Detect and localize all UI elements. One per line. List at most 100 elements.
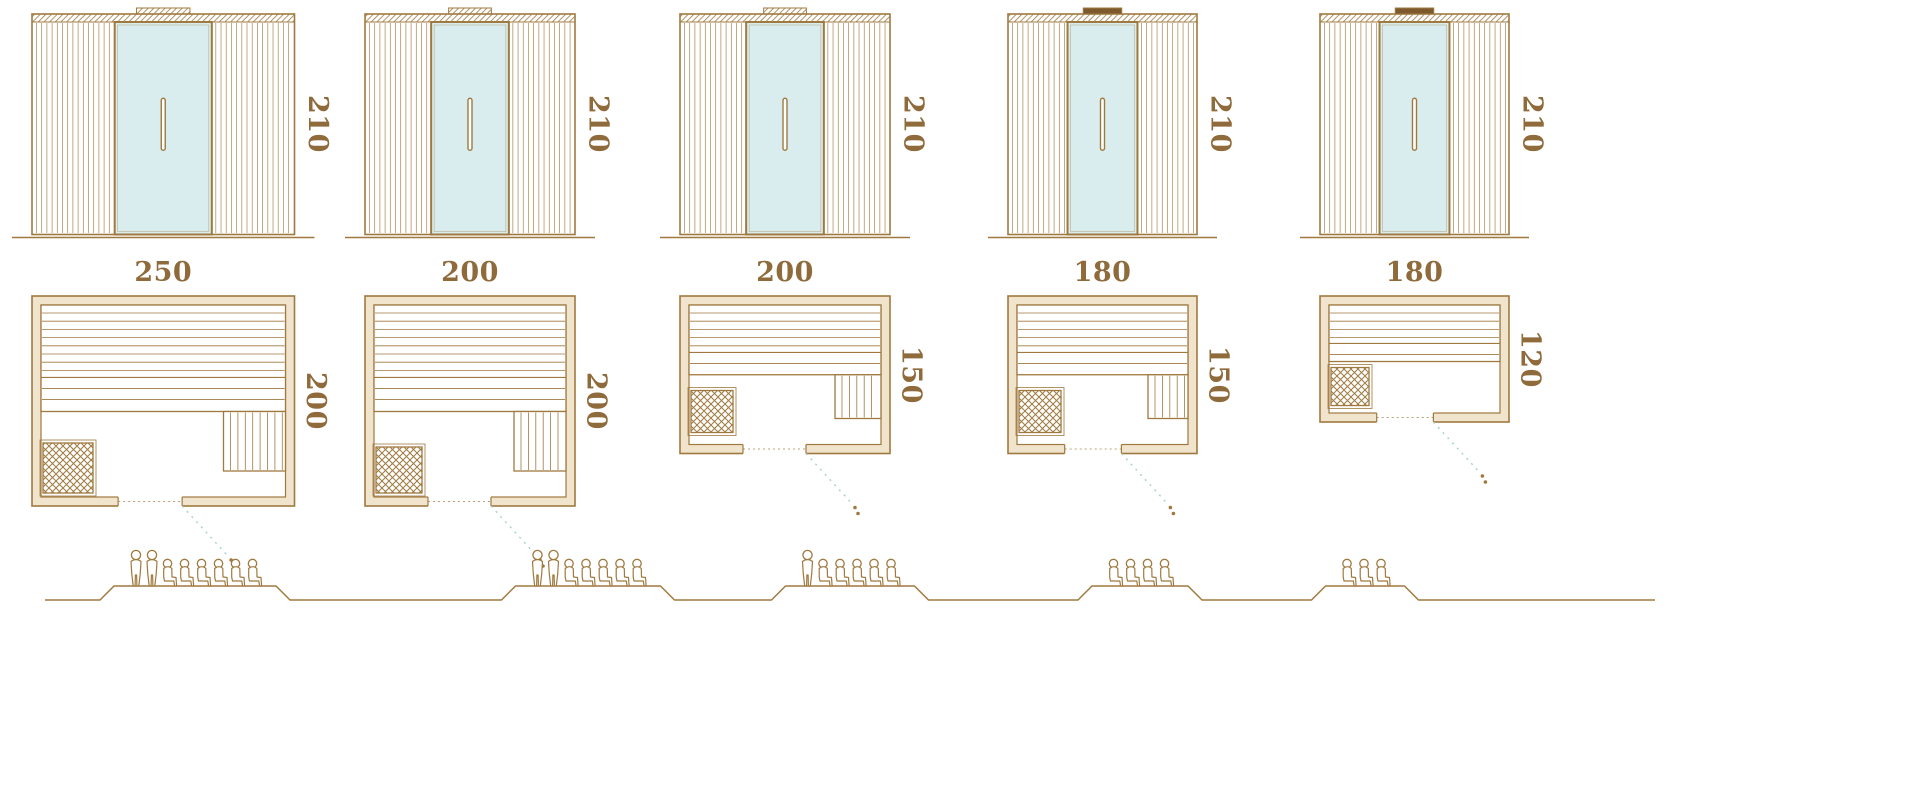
plan-depth-label: 150 (1202, 345, 1234, 404)
capacity-baseline (45, 549, 1655, 601)
plan-depth-label: 150 (895, 345, 927, 404)
door-handle (1099, 97, 1106, 151)
person-icon (179, 558, 195, 587)
ground-line (45, 585, 1655, 601)
capacity-group (130, 549, 263, 587)
sauna-front-elevation (345, 7, 595, 239)
person-icon (196, 558, 212, 587)
capacity-group (801, 549, 901, 587)
sauna-unit: 210 200 150 (660, 7, 930, 608)
door-handle (1411, 97, 1418, 151)
door-opening (1376, 411, 1434, 425)
plan-depth-label: 200 (300, 372, 331, 430)
elevation-height-label: 210 (302, 95, 333, 154)
person-icon (162, 558, 178, 587)
heater-guard (372, 443, 426, 497)
top-bench (40, 304, 287, 413)
heater-guard (1015, 387, 1065, 436)
person-icon (835, 558, 850, 587)
top-bench (1328, 304, 1501, 363)
wood-slats (36, 23, 289, 233)
person-icon (1359, 558, 1374, 587)
person-icon (531, 549, 544, 587)
person-icon (130, 549, 142, 587)
person-icon (1376, 558, 1391, 587)
heater-guard (687, 387, 737, 436)
wood-slats (1012, 23, 1194, 233)
glass-door-inner-frame (433, 24, 507, 232)
door-swing-line (1432, 421, 1478, 471)
door-handle (160, 97, 166, 151)
person-icon (818, 558, 833, 587)
wood-slats (369, 23, 571, 233)
person-icon (598, 558, 613, 587)
side-bench (834, 374, 882, 420)
plan-depth-label: 200 (580, 372, 612, 430)
person-icon (564, 558, 579, 587)
door-swing-icon (1480, 474, 1488, 484)
elevation-height-label: 210 (582, 95, 614, 154)
heater (1327, 364, 1373, 409)
sauna-unit: 210 180 120 (1300, 7, 1549, 608)
person-icon (581, 558, 596, 587)
person-icon (247, 558, 263, 587)
person-icon (1159, 558, 1175, 587)
heater (372, 443, 426, 497)
elevation-height-label: 210 (897, 95, 929, 154)
person-icon (886, 558, 901, 587)
glass-door-inner-frame (748, 24, 822, 232)
top-bench (688, 304, 882, 376)
door-opening (1064, 443, 1122, 456)
glass-door-inner-frame (1070, 24, 1135, 232)
elevation-height-label: 210 (1204, 95, 1236, 154)
roof-vent (763, 7, 807, 15)
side-bench (222, 410, 287, 472)
person-icon (1108, 558, 1124, 587)
door-swing-icon (853, 505, 860, 516)
top-bench (373, 304, 567, 413)
person-icon (1125, 558, 1141, 587)
top-trim (1319, 13, 1510, 23)
door-swing-icon (1168, 505, 1176, 516)
plan-depth-label: 120 (1514, 330, 1546, 388)
heater-guard (1327, 364, 1373, 409)
sauna-unit: 210 200 200 (345, 7, 615, 608)
glass-door-inner-frame (117, 24, 210, 232)
sauna-front-elevation (660, 7, 910, 239)
sauna-floor-plan (31, 295, 296, 568)
top-trim (1007, 13, 1198, 23)
roof-vent (136, 7, 191, 15)
heater (1015, 387, 1065, 436)
plan-width-label: 200 (756, 257, 814, 288)
person-icon (852, 558, 867, 587)
plan-width-label: 200 (441, 257, 499, 288)
door-handle (467, 97, 473, 151)
person-icon (146, 549, 158, 587)
sauna-floor-plan (1319, 295, 1510, 484)
door-swing-line (805, 453, 851, 502)
person-icon (1142, 558, 1158, 587)
elevation-height-label: 210 (1516, 95, 1548, 154)
person-icon (213, 558, 229, 587)
heater (687, 387, 737, 436)
capacity-group (531, 549, 647, 587)
person-icon (547, 549, 560, 587)
roof-vent (1394, 7, 1435, 15)
sauna-front-elevation (12, 7, 315, 239)
sauna-unit: 210 250 200 (12, 7, 335, 608)
wood-slats (1324, 23, 1506, 233)
top-trim (679, 13, 891, 23)
glass-door-inner-frame (1382, 24, 1447, 232)
top-trim (31, 13, 295, 23)
door-handle (782, 97, 788, 151)
person-icon (1342, 558, 1357, 587)
capacity-group (1342, 558, 1391, 587)
wood-slats (684, 23, 886, 233)
sauna-front-elevation (988, 7, 1217, 239)
top-trim (364, 13, 576, 23)
plan-width-label: 250 (134, 257, 193, 288)
person-icon (632, 558, 647, 587)
plan-width-label: 180 (1385, 257, 1444, 288)
plan-width-label: 180 (1073, 257, 1132, 288)
